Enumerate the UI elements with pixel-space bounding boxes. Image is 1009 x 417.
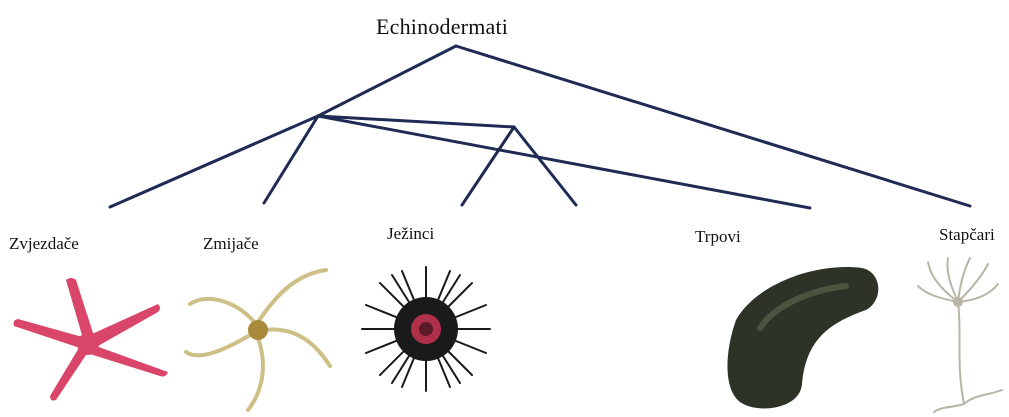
branch-trpovi [318,116,810,208]
sea-urchin-icon [358,265,494,393]
branch-root-left [318,46,456,116]
sea-cucumber-icon [716,254,882,414]
taxon-label-trpovi: Trpovi [695,227,741,247]
taxon-label-stapcari: Stapčari [939,225,995,245]
taxon-label-jezinci: Ježinci [387,224,434,244]
branch-zvjezdace [110,116,318,207]
sea-lily-icon [912,254,1009,414]
branch-unlabeled [514,127,576,205]
starfish-icon [8,276,168,406]
branch-jezinci [462,127,514,205]
taxon-label-zvjezdace: Zvjezdače [9,234,79,254]
branch-root-right [456,46,970,206]
taxon-label-zmijace: Zmijače [203,234,259,254]
brittle-star-icon [178,262,338,414]
